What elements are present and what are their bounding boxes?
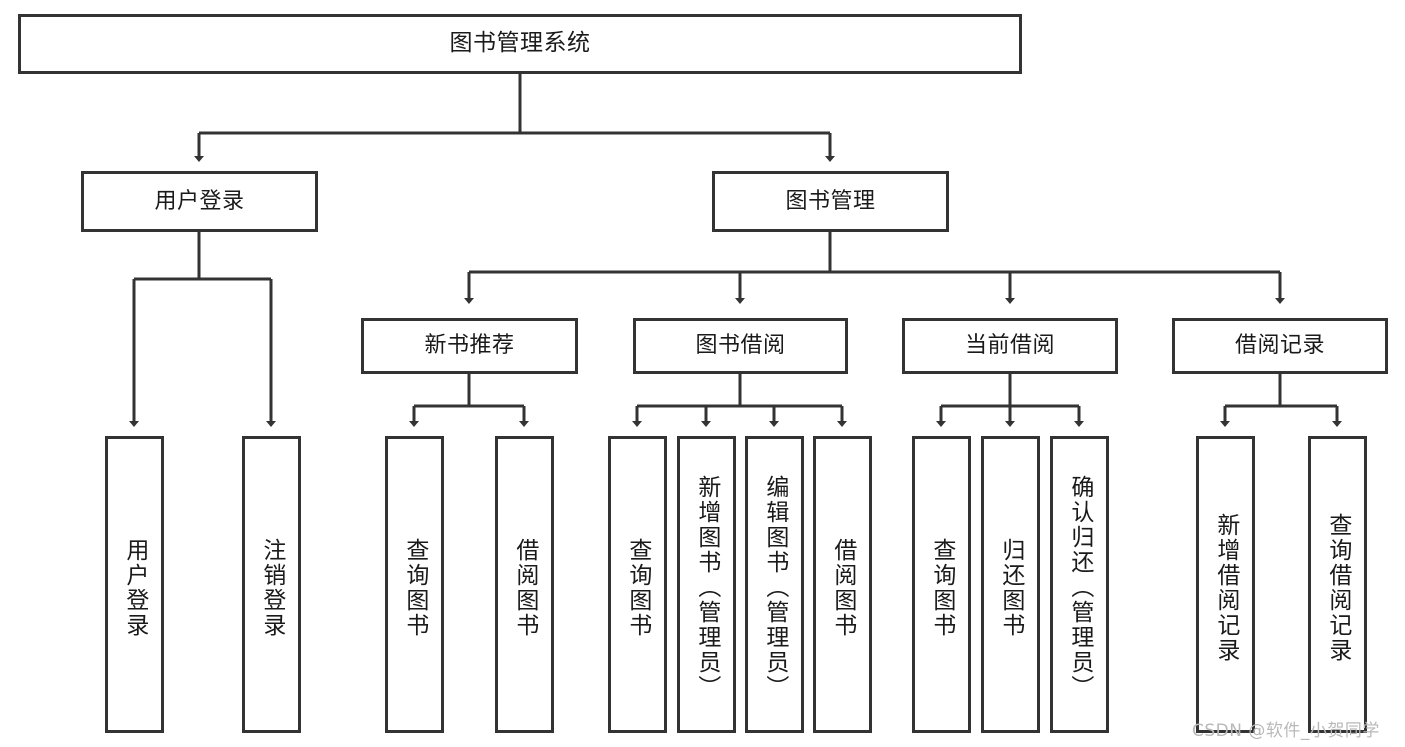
leaf-current-borrow-query-book[interactable]: 查询图书 (912, 436, 971, 733)
node-label: 借阅图书 (829, 537, 856, 638)
node-current-borrow[interactable]: 当前借阅 (902, 318, 1118, 374)
node-label: 新增借阅记录 (1212, 512, 1239, 663)
node-label: 查询图书 (624, 537, 651, 638)
leaf-user-login-login[interactable]: 用户登录 (105, 436, 164, 733)
node-label: 查询图书 (928, 537, 955, 638)
leaf-current-borrow-confirm-return-admin[interactable]: 确认归还（管理员） (1050, 436, 1109, 733)
leaf-book-borrow-edit-book-admin[interactable]: 编辑图书（管理员） (745, 436, 804, 733)
leaf-current-borrow-return-book[interactable]: 归还图书 (981, 436, 1040, 733)
node-label: 归还图书 (997, 537, 1024, 638)
leaf-borrow-record-query-record[interactable]: 查询借阅记录 (1308, 436, 1367, 733)
leaf-book-borrow-add-book-admin[interactable]: 新增图书（管理员） (677, 436, 736, 733)
node-label: 编辑图书（管理员） (761, 475, 788, 700)
leaf-new-book-borrow-book[interactable]: 借阅图书 (495, 436, 554, 733)
node-label: 图书借阅 (695, 333, 786, 359)
node-user-login[interactable]: 用户登录 (81, 171, 318, 232)
node-label: 新书推荐 (424, 333, 515, 359)
watermark-text: CSDN @软件_小贺同学 (1192, 721, 1380, 741)
node-label: 借阅记录 (1234, 333, 1325, 359)
node-label: 用户登录 (154, 188, 245, 214)
node-label: 图书管理系统 (449, 30, 591, 57)
node-label: 查询图书 (401, 537, 428, 638)
node-new-book-recommend[interactable]: 新书推荐 (361, 318, 578, 374)
csdn-watermark: CSDN @软件_小贺同学 (1192, 716, 1380, 741)
node-label: 图书管理 (785, 188, 876, 214)
node-label: 确认归还（管理员） (1066, 475, 1093, 700)
leaf-new-book-query-book[interactable]: 查询图书 (385, 436, 444, 733)
node-label: 查询借阅记录 (1324, 512, 1351, 663)
node-book-borrow[interactable]: 图书借阅 (633, 318, 848, 374)
node-label: 借阅图书 (511, 537, 538, 638)
node-label: 用户登录 (121, 537, 148, 638)
node-label: 当前借阅 (964, 333, 1055, 359)
leaf-user-login-logout[interactable]: 注销登录 (242, 436, 301, 733)
node-book-management[interactable]: 图书管理 (712, 171, 949, 232)
leaf-book-borrow-query-book[interactable]: 查询图书 (608, 436, 667, 733)
node-label: 注销登录 (258, 537, 285, 638)
node-root-system[interactable]: 图书管理系统 (18, 14, 1022, 74)
node-borrow-record[interactable]: 借阅记录 (1172, 318, 1388, 374)
leaf-borrow-record-add-record[interactable]: 新增借阅记录 (1196, 436, 1255, 733)
leaf-book-borrow-borrow-book[interactable]: 借阅图书 (813, 436, 872, 733)
node-label: 新增图书（管理员） (693, 475, 720, 700)
